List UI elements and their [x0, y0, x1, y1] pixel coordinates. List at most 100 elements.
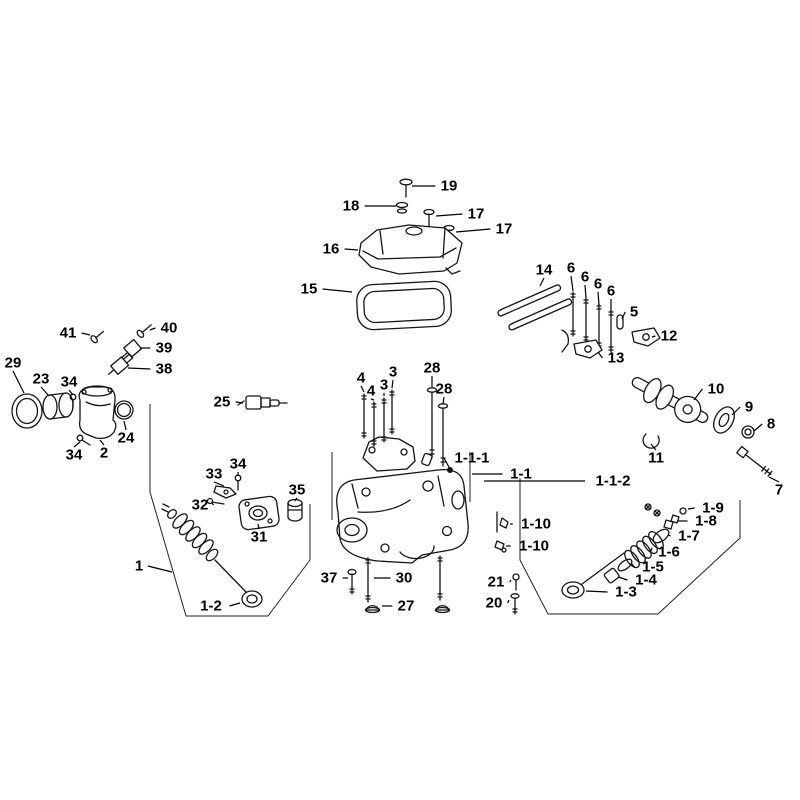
- rocker-arm-13: [561, 329, 603, 359]
- oring-24: [114, 400, 134, 420]
- group-outline-left: [149, 404, 311, 617]
- cotters-1-10-b: [494, 540, 507, 553]
- screw-19: [399, 178, 413, 198]
- camshaft: [631, 376, 709, 424]
- part-label-12: 12: [661, 328, 678, 345]
- part-label-4: 4: [357, 370, 366, 387]
- part-label-40: 40: [161, 320, 178, 337]
- leader-line-4: [370, 398, 375, 401]
- part-label-34: 34: [61, 374, 78, 391]
- leader-line-2: [99, 439, 105, 446]
- part-label-11: 11: [648, 450, 664, 467]
- part-label-8: 8: [767, 416, 775, 433]
- leader-line-17: [455, 228, 491, 233]
- leader-line-1-1-1: [443, 457, 451, 470]
- bolt-20: [510, 593, 520, 615]
- part-label-37: 37: [321, 570, 338, 587]
- part-label-1-10: 1-10: [519, 538, 549, 555]
- part-label-1-3: 1-3: [615, 584, 637, 601]
- part-label-13: 13: [608, 350, 625, 367]
- leader-line-38: [127, 367, 151, 370]
- leader-line-1-5: [630, 562, 636, 568]
- part-label-4: 4: [367, 383, 376, 400]
- leader-line-41: [81, 332, 91, 336]
- pin-32: [206, 497, 225, 505]
- leader-line-34: [73, 441, 81, 448]
- part-label-38: 38: [156, 361, 173, 378]
- screw-40: [136, 324, 152, 338]
- leader-line-23: [40, 386, 50, 397]
- part-label-1-4: 1-4: [635, 572, 657, 589]
- part-label-1-8: 1-8: [695, 513, 717, 530]
- leader-line-20: [507, 599, 510, 604]
- leader-line-1-3: [585, 590, 608, 593]
- part-label-6: 6: [581, 269, 589, 286]
- leader-line-10: [693, 388, 703, 401]
- leader-line-17: [435, 213, 463, 217]
- leader-line-1: [147, 565, 173, 573]
- group-outlines: [149, 404, 741, 617]
- studs-4: [361, 393, 377, 447]
- cap-29: [11, 393, 43, 429]
- part-label-28: 28: [424, 360, 441, 377]
- part-label-17: 17: [468, 206, 485, 223]
- leader-line-1-6: [650, 547, 653, 553]
- part-label-16: 16: [323, 241, 340, 258]
- cylinder-head: [336, 468, 469, 564]
- leader-line-4: [360, 385, 365, 393]
- leader-line-28: [442, 396, 445, 405]
- leader-line-6: [597, 291, 600, 306]
- rocker-arm-12: [631, 327, 661, 347]
- cam-plate-9: [713, 406, 735, 434]
- valve-cover: [358, 224, 463, 275]
- leader-line-1-9: [687, 507, 695, 510]
- leader-line-8: [753, 423, 763, 432]
- cotters-1-10-a: [496, 511, 509, 533]
- washers-18: [395, 201, 409, 214]
- part-label-1-1: 1-1: [510, 466, 532, 483]
- part-label-27: 27: [398, 598, 415, 615]
- nuts-27: [364, 604, 451, 614]
- leader-line-32: [211, 502, 215, 506]
- bolts-28: [426, 387, 449, 467]
- bolt-7: [736, 445, 773, 477]
- bolt-34-bottom: [76, 434, 91, 446]
- group-outline-right: [519, 478, 741, 615]
- part-label-9: 9: [745, 399, 753, 416]
- push-rods: [497, 284, 573, 331]
- part-label-1-10: 1-10: [521, 516, 551, 533]
- bolt-34-mid: [234, 474, 242, 491]
- part-label-1: 1: [135, 558, 143, 575]
- clip-11: [642, 433, 660, 449]
- leader-line-9: [731, 406, 741, 416]
- leader-line-34: [68, 389, 74, 396]
- sleeve-23: [42, 392, 74, 420]
- studs-30: [365, 555, 443, 603]
- part-label-14: 14: [536, 262, 553, 279]
- part-label-1-2: 1-2: [200, 598, 222, 615]
- bolt-37: [347, 568, 357, 595]
- leader-line-5: [621, 311, 626, 320]
- leader-line-31: [257, 523, 260, 530]
- cap-35: [287, 498, 303, 522]
- part-label-5: 5: [630, 304, 638, 321]
- leader-line-33: [213, 481, 225, 487]
- leader-line-29: [12, 370, 25, 394]
- leader-line-24: [123, 420, 127, 431]
- leader-line-6: [584, 284, 587, 299]
- leader-line-15: [322, 288, 353, 293]
- oring-8: [741, 425, 755, 439]
- rocker-studs-6: [570, 291, 614, 353]
- part-label-10: 10: [708, 381, 725, 398]
- part-label-29: 29: [5, 355, 22, 372]
- intake-stub-31: [238, 495, 280, 531]
- part-label-30: 30: [396, 570, 413, 587]
- part-label-1-1-1: 1-1-1: [454, 450, 489, 467]
- spark-plug: [237, 395, 288, 410]
- part-label-6: 6: [594, 276, 602, 293]
- leader-line-21: [509, 579, 512, 583]
- bracket-33: [213, 485, 237, 499]
- leader-line-7: [768, 476, 780, 483]
- part-label-6: 6: [607, 283, 615, 300]
